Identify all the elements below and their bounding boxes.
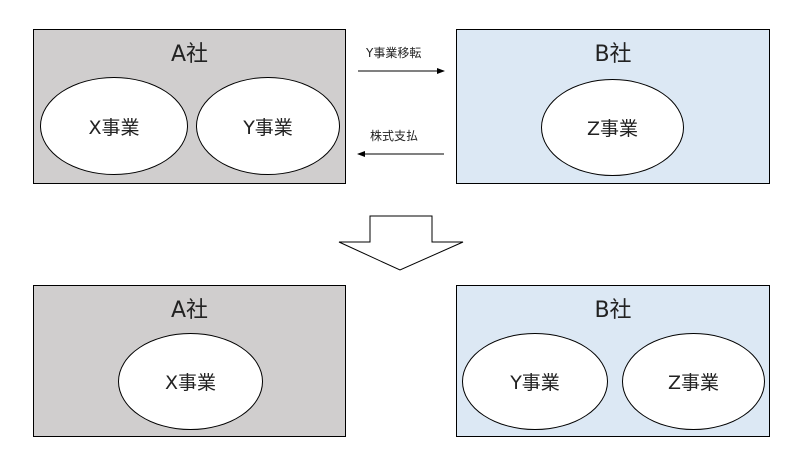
before-business-x: X事業 <box>40 77 188 175</box>
transition-down-arrow <box>338 215 464 271</box>
before-business-z: Z事業 <box>541 79 684 176</box>
after-company-b-box: B社 Y事業 Z事業 <box>456 285 770 437</box>
after-business-x: X事業 <box>118 333 263 430</box>
before-company-a-title: A社 <box>170 42 209 67</box>
before-company-a-box: A社 X事業 Y事業 <box>33 29 346 184</box>
before-company-b-title: B社 <box>594 42 632 67</box>
after-business-y: Y事業 <box>462 333 608 430</box>
after-company-b-title: B社 <box>594 298 632 323</box>
transfer-label: Y事業移転 <box>366 46 422 60</box>
after-company-a-title: A社 <box>170 298 209 323</box>
after-business-z: Z事業 <box>622 333 765 430</box>
payment-label: 株式支払 <box>370 129 419 143</box>
before-company-b-box: B社 Z事業 <box>456 29 770 184</box>
after-company-a-box: A社 X事業 <box>33 285 346 437</box>
before-business-y: Y事業 <box>196 77 340 175</box>
